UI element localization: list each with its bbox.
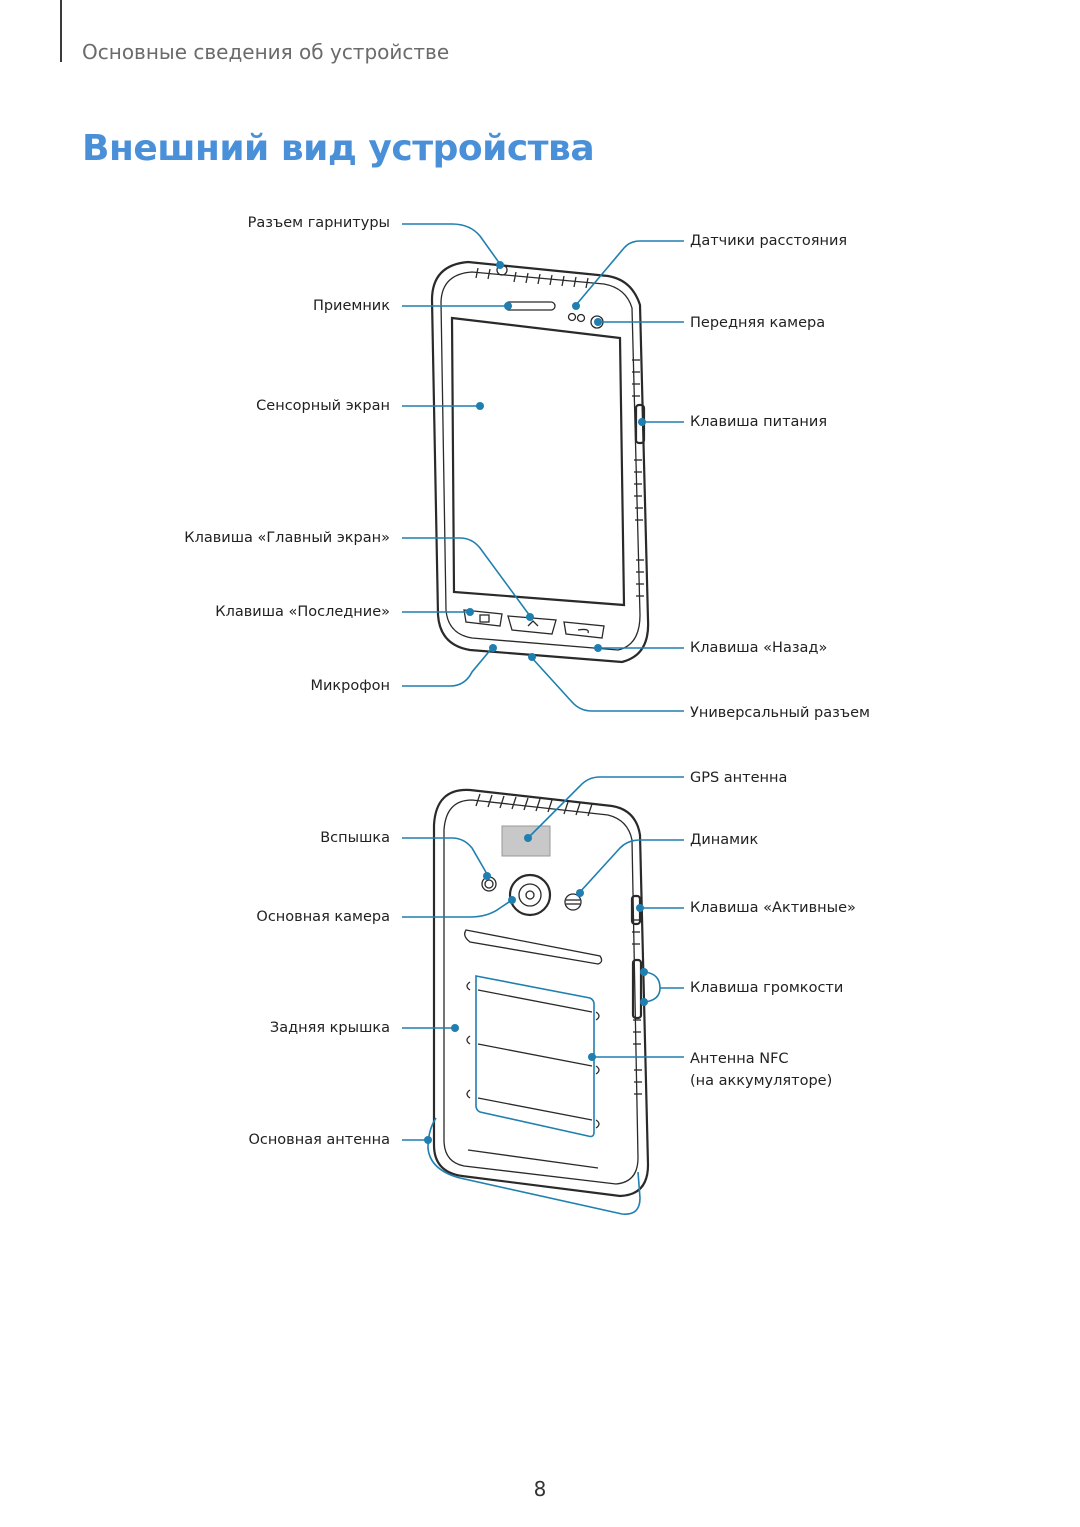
- label-back-cover: Задняя крышка: [269, 1020, 390, 1036]
- recent-key-shape: [463, 609, 503, 627]
- label-active-key: Клавиша «Активные»: [690, 900, 856, 916]
- label-rear-camera: Основная камера: [256, 909, 390, 925]
- touchscreen-area: [450, 316, 626, 607]
- speaker-grill: [564, 893, 582, 911]
- label-front-camera: Передняя камера: [690, 315, 826, 331]
- main-antenna-outline: [427, 1117, 641, 1215]
- label-nfc-antenna: Антенна NFC: [690, 1051, 789, 1067]
- back-callouts: [402, 776, 684, 1215]
- label-back-key: Клавиша «Назад»: [690, 640, 828, 656]
- label-multipurpose-jack: Универсальный разъем: [690, 705, 870, 721]
- back-key-shape: [563, 621, 605, 639]
- rear-camera-lens: [508, 873, 552, 917]
- label-home-key: Клавиша «Главный экран»: [184, 530, 390, 546]
- label-proximity-sensors: Датчики расстояния: [690, 233, 848, 249]
- label-receiver: Приемник: [312, 298, 390, 314]
- receiver-grill: [504, 301, 556, 311]
- label-speaker: Динамик: [690, 832, 759, 848]
- margin-rule: [60, 0, 62, 62]
- label-recent-key: Клавиша «Последние»: [215, 604, 390, 620]
- page-title: Внешний вид устройства: [82, 128, 595, 169]
- nfc-antenna-outline: [475, 975, 595, 1138]
- page-number: 8: [533, 1477, 547, 1501]
- label-touchscreen: Сенсорный экран: [256, 398, 390, 414]
- back-view: [432, 788, 650, 1198]
- label-flash: Вспышка: [320, 830, 390, 846]
- label-power-key: Клавиша питания: [690, 414, 828, 430]
- label-nfc-antenna-note: (на аккумуляторе): [690, 1073, 833, 1089]
- front-grip-ridges: [475, 267, 589, 289]
- front-callouts: [402, 223, 684, 712]
- label-headset-jack: Разъем гарнитуры: [247, 215, 390, 231]
- home-key-shape: [507, 615, 557, 635]
- label-gps-antenna: GPS антенна: [690, 770, 788, 786]
- section-header: Основные сведения об устройстве: [82, 40, 450, 64]
- front-view: [430, 260, 650, 664]
- volume-key-body: [631, 958, 643, 1020]
- label-microphone: Микрофон: [310, 678, 390, 694]
- label-volume-key: Клавиша громкости: [690, 980, 844, 996]
- label-main-antenna: Основная антенна: [248, 1132, 390, 1148]
